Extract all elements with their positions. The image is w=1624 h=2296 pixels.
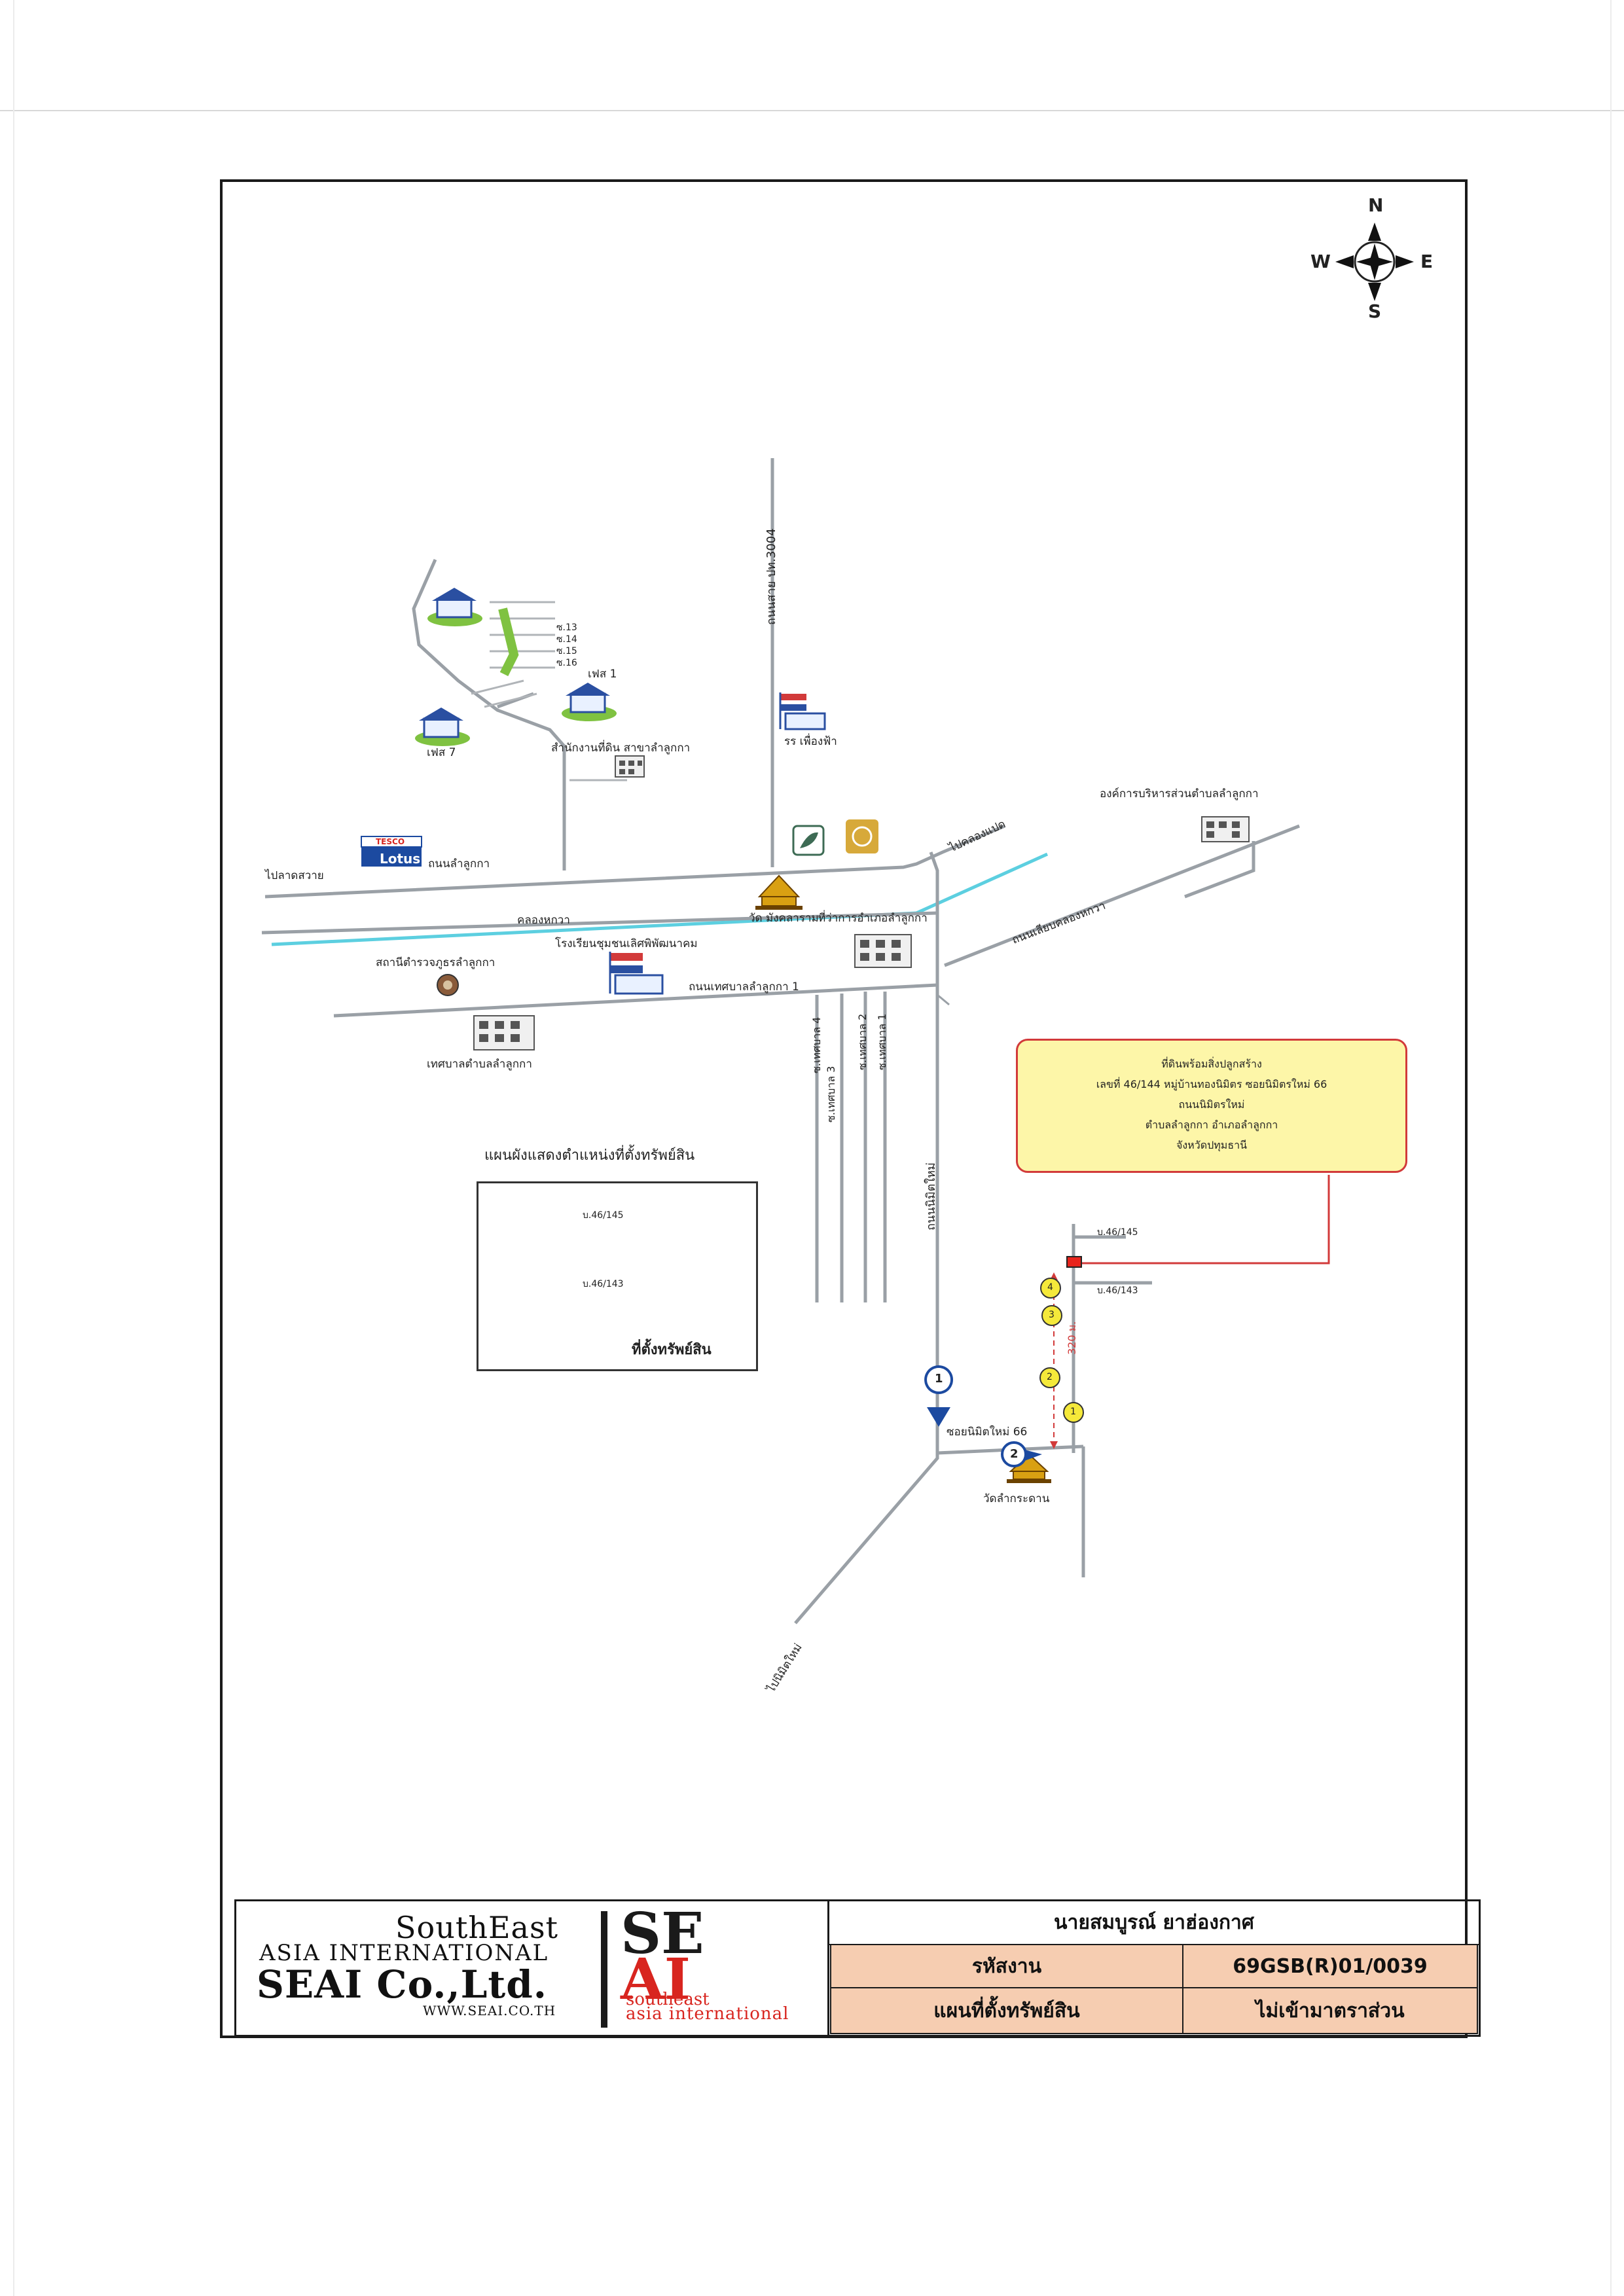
title-block: [234, 1899, 1481, 2037]
route-marker-label: 4: [1047, 1282, 1053, 1293]
logo-text-asia-international: ASIA INTERNATIONAL: [259, 1940, 549, 1966]
scan-edge-top: [0, 110, 1624, 111]
road-label-to-lat-sawai: ไปลาดสวาย: [265, 869, 324, 882]
label-soi-15: ซ.15: [556, 646, 577, 656]
scale-note: ไม่เข้ามาตราส่วน: [1182, 1987, 1478, 2034]
inset-label-house-143: บ.46/143: [583, 1279, 624, 1289]
label-khlong-hok-wa: คลองหกวา: [517, 914, 570, 927]
code-value: 69GSB(R)01/0039: [1182, 1944, 1478, 1988]
callout-line-3: ถนนนิมิตรใหม่: [1178, 1098, 1245, 1111]
house-icon: [562, 683, 617, 721]
map-frame: [220, 179, 1468, 2038]
owner-name: นายสมบูรณ์ ยาฮ่องกาศ: [829, 1901, 1479, 1945]
logo-mark-asia-international: asia international: [626, 2004, 789, 2024]
road-label-soi-4: ซ.เทศบาล 4: [810, 1016, 823, 1073]
legend-property-label: ที่ตั้งทรัพย์สิน: [632, 1342, 712, 1358]
road-label-route-3004: ถนนสาย ปท.3004: [765, 528, 778, 625]
temple-icon: [755, 874, 803, 910]
label-wat-lam-krasan: วัดลำกระดาน: [983, 1492, 1050, 1505]
inset-title: แผนผังแสดงตำแหน่งที่ตั้งทรัพย์สิน: [484, 1147, 695, 1164]
title-block-divider: [827, 1899, 829, 2037]
lotus-label: Lotus: [380, 851, 421, 867]
label-house-143: บ.46/143: [1097, 1285, 1138, 1296]
map-title: แผนที่ตั้งทรัพย์สิน: [830, 1987, 1183, 2034]
district-office-building-icon: [854, 934, 912, 968]
logo-text-seai: SEAI Co.,Ltd.: [257, 1962, 547, 2007]
route-marker-label: 2: [1047, 1372, 1053, 1382]
property-location-marker: [1066, 1256, 1082, 1268]
label-soi-14: ซ.14: [556, 634, 577, 645]
label-sao: องค์การบริหารส่วนตำบลลำลูกกา: [1100, 787, 1259, 800]
label-land-office: สำนักงานที่ดิน สาขาลำลูกกา: [551, 742, 691, 755]
callout-line-1: ที่ดินพร้อมสิ่งปลูกสร้าง: [1161, 1058, 1262, 1070]
label-police: สถานีตำรวจภูธรลำลูกกา: [376, 956, 496, 969]
label-school-phueng-fa: รร เพื่องฟ้า: [784, 735, 837, 748]
compass-north: N: [1368, 194, 1384, 216]
compass-west: W: [1310, 251, 1331, 272]
label-school-chumchon: โรงเรียนชุมชนเลิศพิพัฒนาคม: [555, 937, 698, 950]
label-soi-13: ซ.13: [556, 622, 577, 633]
tesco-lotus-logo: [361, 836, 422, 867]
route-marker-label: 1: [1070, 1407, 1076, 1417]
housing-estate-streets: [471, 601, 627, 781]
inset-label-house-145: บ.46/145: [583, 1210, 624, 1221]
code-label: รหัสงาน: [830, 1944, 1183, 1988]
scan-edge-left: [13, 0, 14, 2296]
bank-logo-icon: [792, 825, 825, 856]
route-marker-icon: [1039, 1278, 1084, 1423]
callout-line-5: จังหวัดปทุมธานี: [1176, 1139, 1248, 1151]
property-callout: ที่ดินพร้อมสิ่งปลูกสร้าง เลขที่ 46/144 ห…: [1016, 1039, 1407, 1173]
label-municipality: เทศบาลตำบลลำลูกกา: [427, 1058, 532, 1071]
school-flag-icon: [779, 692, 826, 730]
scan-edge-right: [1610, 0, 1612, 2296]
label-house-145: บ.46/145: [1097, 1227, 1138, 1238]
logo-mark-bar: [601, 1911, 607, 2028]
compass-south: S: [1368, 300, 1382, 322]
logo-text-southeast: SouthEast: [395, 1910, 559, 1945]
label-phase-1: เฟส 1: [588, 668, 617, 681]
compass-rose-icon: [1335, 223, 1414, 301]
road-label-lam-luk-ka: ถนนลำลูกกา: [428, 857, 490, 870]
municipality-building-icon: [473, 1015, 535, 1050]
label-wat-mangkhala: วัด มังคลาราม: [749, 912, 819, 925]
house-icon: [415, 708, 470, 746]
road-label-soi-2: ซ.เทศบาล 2: [856, 1013, 869, 1070]
khlong-hok-wa-canal: [271, 852, 1049, 946]
police-badge-icon: [437, 974, 459, 996]
label-phase-7: เฟส 7: [427, 746, 456, 759]
road-label-soi-3: ซ.เทศบาล 3: [825, 1066, 837, 1122]
route-marker-label: 3: [1049, 1310, 1055, 1320]
compass-east: E: [1420, 251, 1434, 272]
tesco-label: TESCO: [376, 837, 405, 846]
road-label-municipal-1: ถนนเทศบาลลำลูกกา 1: [689, 980, 799, 994]
road-label-soi-1: ซ.เทศบาล 1: [876, 1013, 888, 1070]
logo-mark-southeast: southeast: [626, 1990, 710, 2009]
bank-logo-icon: [846, 819, 878, 853]
pin-icon: [1001, 1441, 1042, 1467]
sao-building-icon: [1201, 816, 1250, 842]
logo-text-website: WWW.SEAI.CO.TH: [423, 2003, 556, 2018]
logo-mark-se: SE: [621, 1901, 704, 1967]
logo-mark-ai: AI: [621, 1946, 691, 2013]
inset-diagram: [477, 1181, 758, 1371]
road-label-nimit-mai: ถนนนิมิตใหม่: [924, 1162, 938, 1230]
land-office-building-icon: [615, 755, 645, 778]
school-flag-icon: [609, 952, 664, 995]
label-district-office: ที่ว่าการอำเภอลำลูกกา: [818, 912, 928, 925]
label-soi-16: ซ.16: [556, 658, 577, 668]
pin-1-label: 1: [935, 1372, 943, 1386]
house-icon: [427, 588, 482, 626]
pin-icon: [924, 1365, 953, 1427]
pin-2-label: 2: [1010, 1447, 1019, 1461]
callout-line-4: ตำบลลำลูกกา อำเภอลำลูกกา: [1145, 1119, 1278, 1131]
label-distance: 320 ม.: [1066, 1321, 1078, 1355]
property-callout-leader: [1077, 1175, 1330, 1265]
road-label-soi-66: ซอยนิมิตใหม่ 66: [947, 1426, 1028, 1439]
estate-green-strip: [498, 607, 519, 677]
callout-line-2: เลขที่ 46/144 หมู่บ้านทองนิมิตร ซอยนิมิต…: [1096, 1078, 1327, 1090]
